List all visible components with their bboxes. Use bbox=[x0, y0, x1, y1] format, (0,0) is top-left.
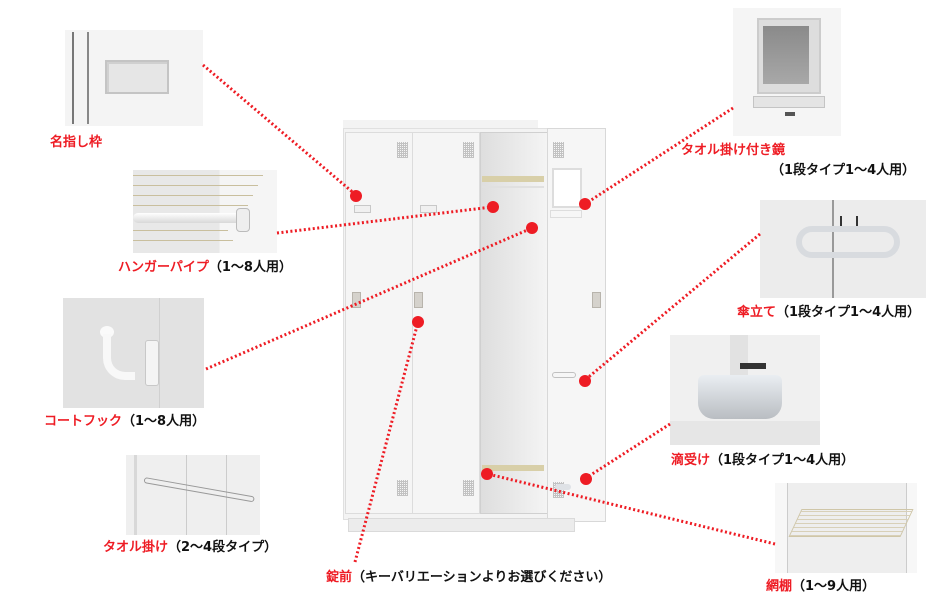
label-note: （1段タイプ1〜4人用） bbox=[776, 305, 921, 320]
label-coat-hook: コートフック（1〜8人用） bbox=[44, 414, 205, 430]
label-name: ハンガーパイプ bbox=[118, 260, 209, 275]
label-lock: 錠前（キーバリエーションよりお選びください） bbox=[326, 570, 611, 586]
label-note: （1〜8人用） bbox=[122, 414, 206, 429]
label-towel-rack: タオル掛け（2〜4段タイプ） bbox=[103, 540, 277, 556]
name-frame-photo bbox=[65, 30, 203, 126]
label-note: （1段タイプ1〜4人用） bbox=[710, 453, 855, 468]
umbrella-stand-photo bbox=[760, 200, 926, 298]
label-name: 名指し枠 bbox=[50, 135, 103, 150]
label-mirror: タオル掛け付き鏡 （1段タイプ1〜4人用） bbox=[681, 143, 915, 179]
wire-shelf-photo bbox=[775, 483, 917, 573]
label-name-frame: 名指し枠 bbox=[50, 135, 102, 151]
label-name: コートフック bbox=[44, 414, 123, 429]
label-umbrella-stand: 傘立て（1段タイプ1〜4人用） bbox=[737, 305, 920, 321]
label-name: 網棚 bbox=[766, 579, 793, 594]
locker-door-1 bbox=[345, 132, 413, 514]
label-note: （キーバリエーションよりお選びください） bbox=[352, 570, 612, 585]
hanger-pipe-photo bbox=[133, 170, 277, 253]
label-name: タオル掛け付き鏡 bbox=[681, 143, 786, 158]
coat-hook-photo bbox=[63, 298, 204, 408]
label-name: 滴受け bbox=[671, 453, 711, 468]
label-hanger-pipe: ハンガーパイプ（1〜8人用） bbox=[118, 260, 292, 276]
label-name: 傘立て bbox=[737, 305, 777, 320]
towel-rack-photo bbox=[126, 455, 260, 535]
label-note: （1〜8人用） bbox=[208, 260, 292, 275]
locker-illustration bbox=[340, 120, 606, 532]
label-name: タオル掛け bbox=[103, 540, 169, 555]
label-note: （2〜4段タイプ） bbox=[168, 540, 278, 555]
mirror-photo bbox=[733, 8, 841, 136]
locker-compartment-open bbox=[480, 132, 548, 514]
label-drip-tray: 滴受け（1段タイプ1〜4人用） bbox=[671, 453, 854, 469]
label-wire-shelf: 網棚（1〜9人用） bbox=[766, 579, 875, 595]
drip-tray-photo bbox=[670, 335, 820, 445]
label-note: （1段タイプ1〜4人用） bbox=[771, 163, 916, 178]
label-name: 錠前 bbox=[326, 570, 353, 585]
label-note: （1〜9人用） bbox=[792, 579, 876, 594]
locker-door-2 bbox=[412, 132, 480, 514]
